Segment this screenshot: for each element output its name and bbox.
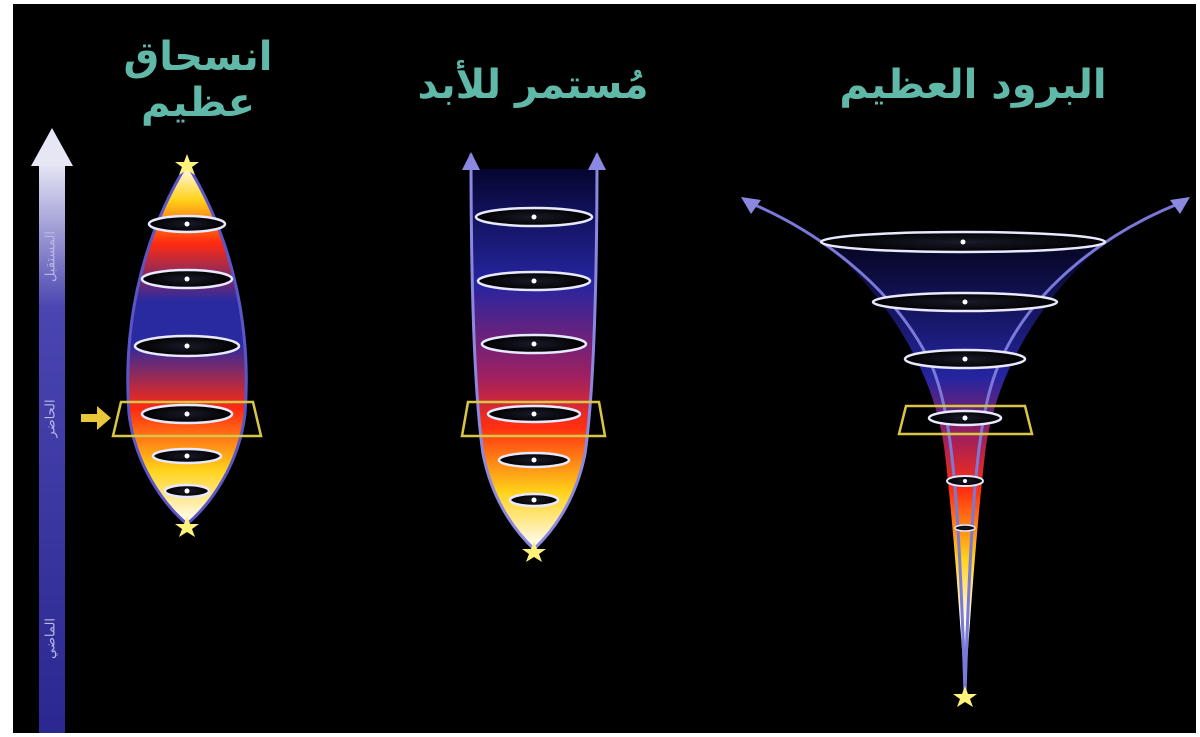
diagram-frame: انسحاق عظيم مُستمر للأبد البرود العظيم: [13, 4, 1196, 733]
axis-label-present: الحاضر: [44, 379, 59, 459]
present-pointer-icon: [81, 406, 111, 430]
axis-label-past: الماضي: [44, 599, 59, 679]
universe-fate-diagram: [13, 4, 1196, 733]
axis-label-future: المستقبل: [44, 217, 59, 297]
big-freeze-shape: [741, 197, 1190, 694]
